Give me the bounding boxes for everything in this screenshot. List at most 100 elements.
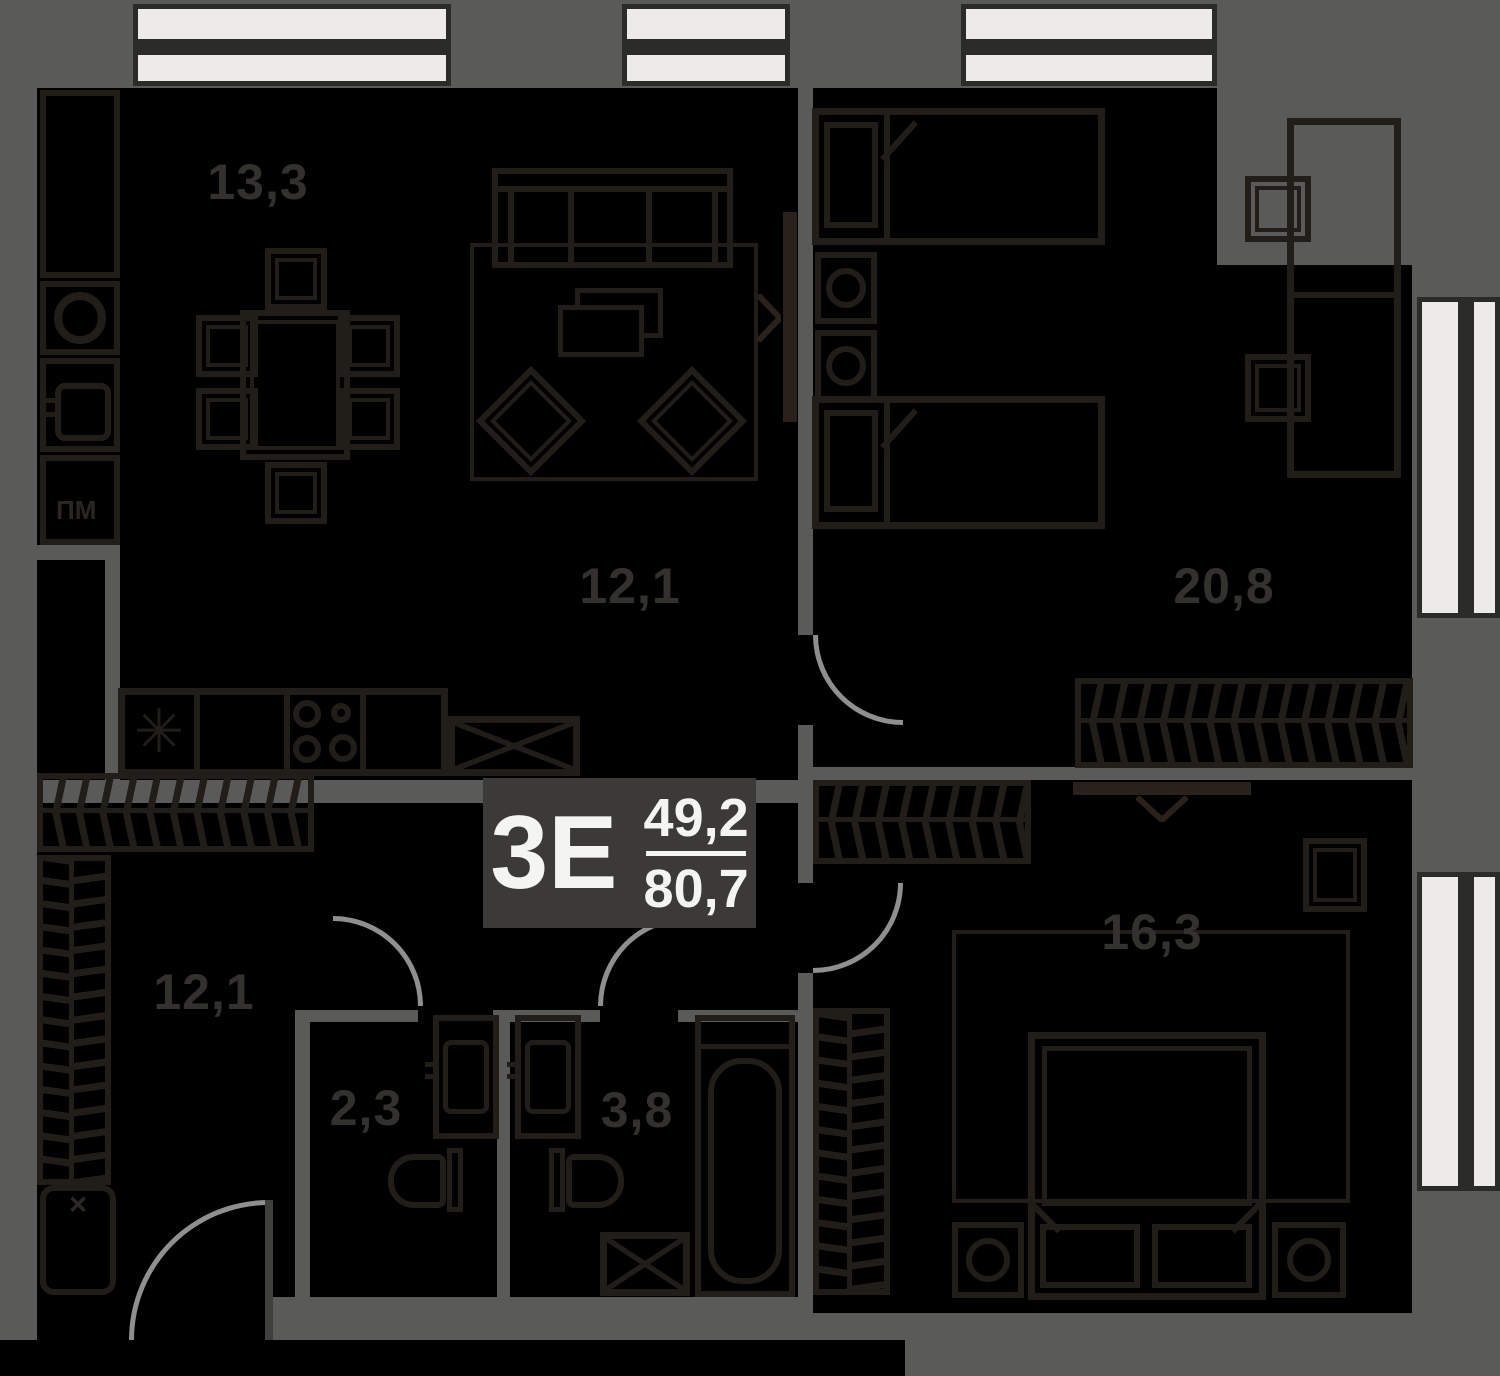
coat-rack (37, 773, 314, 852)
x-mark-icon: ✕ (67, 1192, 89, 1219)
counter-divider (194, 692, 200, 772)
door-gap-bathroom (600, 1010, 678, 1022)
x-mark-icon: ✕ (67, 1192, 89, 1219)
dining-chair (338, 315, 400, 377)
double-bed (1028, 1032, 1266, 1300)
unit-areas: 49,2 80,7 (644, 791, 749, 916)
stove-burner-icon (331, 703, 351, 723)
nightstand (815, 252, 877, 324)
stove-burner-icon (293, 735, 321, 763)
wall-bath-divider (497, 1022, 510, 1297)
window-rail (1458, 876, 1474, 1187)
tv-bracket-icon (1136, 796, 1188, 822)
window-right-1 (1417, 297, 1500, 618)
dining-chair (196, 315, 258, 377)
unit-area-total: 80,7 (643, 858, 749, 919)
outer-wall-left (0, 0, 37, 1340)
door-arc-bedroom-small (813, 883, 903, 973)
window-rail (965, 39, 1213, 55)
sofa-cushion-divider (646, 190, 652, 262)
wall-niche-right (105, 560, 120, 783)
door-arc-bathroom (598, 916, 688, 1006)
bed-blanket-line (884, 112, 890, 241)
shoe-cabinet: ✕✕ ✕✕ ✕✕ (40, 1185, 116, 1295)
desk (1287, 118, 1401, 478)
window-right-2 (1417, 872, 1500, 1191)
bath-sink-bowl (525, 1040, 571, 1114)
window-top-2 (622, 4, 790, 86)
sofa-arm (508, 190, 514, 262)
door-gap-bedroom-large (798, 635, 813, 725)
coffee-table (558, 305, 644, 357)
nightstand (1272, 1222, 1346, 1298)
refrigerator-box (448, 716, 580, 776)
hall-wardrobe (37, 855, 111, 1185)
unit-area-living: 49,2 (643, 787, 749, 848)
room-label-kitchen: 13,3 (207, 154, 309, 210)
lamp-icon (826, 268, 866, 308)
desk-chair (1245, 354, 1311, 422)
dishwasher-box (40, 455, 120, 545)
kitchen-sink-bowl (55, 383, 111, 441)
kitchen-tall-cabinet (40, 90, 120, 278)
x-mark-icon: ✕ (67, 1192, 89, 1219)
kitchen-sink-tap-icon (44, 398, 56, 403)
window-rail (626, 39, 786, 55)
x-mark-icon: ✕ (67, 1192, 89, 1219)
area-divider-line (646, 850, 747, 856)
bathtub-inner (708, 1058, 782, 1284)
bed-blanket-line (884, 400, 890, 525)
window-top-1 (133, 4, 451, 86)
lamp-icon (1287, 1238, 1331, 1282)
dishwasher-label: ПМ (56, 495, 97, 525)
wc-tap-icon (425, 1074, 437, 1079)
dining-chair (265, 248, 327, 310)
door-arc-entrance (129, 1200, 269, 1340)
double-bed-inner (1042, 1046, 1252, 1206)
living-rug (470, 243, 758, 481)
wardrobe-bedroom-small-top (813, 780, 1031, 864)
room-label-hall: 12,1 (153, 964, 255, 1020)
bath-tap-icon (507, 1062, 519, 1067)
wall-shelf (1303, 838, 1367, 912)
wc-toilet-tank (447, 1148, 463, 1212)
window-rail (137, 39, 447, 55)
wc-toilet-bowl (388, 1154, 446, 1208)
wc-sink-bowl (443, 1040, 489, 1114)
bath-toilet-tank (549, 1148, 565, 1212)
wardrobe-bedroom-small-left (813, 1008, 890, 1295)
x-mark-icon: ✕ (67, 1192, 89, 1219)
x-mark-icon: ✕ (67, 1192, 89, 1219)
unit-type-label: 3E (490, 795, 618, 911)
bed-pillow (1152, 1224, 1252, 1288)
wall-bedrooms-divider (798, 767, 1412, 780)
wall-bath-left (295, 1010, 310, 1340)
x-cross-icon (455, 723, 573, 769)
sofa-back (498, 186, 727, 192)
bathtub-shelf-line (700, 1044, 790, 1049)
bed-pillow (824, 410, 878, 512)
desk-divider (1293, 292, 1395, 298)
dining-chair (265, 462, 327, 524)
room-label-bedroom-small: 16,3 (1101, 904, 1203, 960)
room-label-living: 12,1 (579, 558, 681, 614)
x-cross-icon (607, 1239, 683, 1289)
room-label-wc: 2,3 (329, 1080, 403, 1136)
kitchen-sink-cabinet (40, 358, 120, 452)
wardrobe-bedroom-large (1075, 678, 1413, 768)
single-bed (812, 396, 1105, 529)
entrance-door-leaf (265, 1200, 273, 1340)
sofa (492, 168, 733, 268)
bed-pillow (1040, 1224, 1140, 1288)
window-rail (1458, 301, 1474, 614)
sofa-arm (712, 190, 718, 262)
tv-bracket-icon (757, 294, 781, 342)
nightstand (952, 1222, 1024, 1298)
lamp-icon (826, 346, 866, 386)
tv-living (783, 212, 797, 422)
dining-chair (338, 388, 400, 450)
wall-niche-top (37, 545, 120, 560)
door-gap-bedroom-small (798, 883, 813, 973)
bathtub (695, 1015, 795, 1297)
